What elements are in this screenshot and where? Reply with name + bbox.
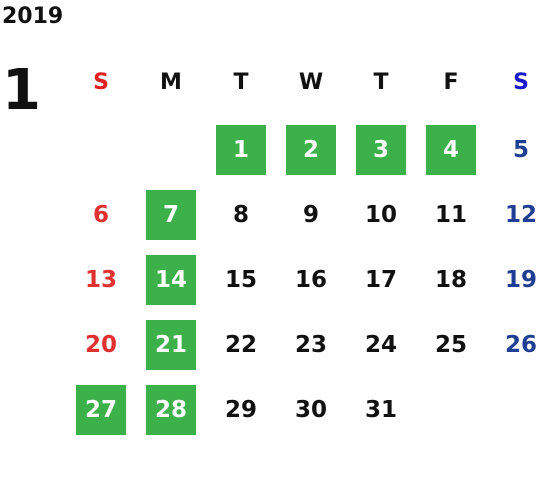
day-cell: 24	[364, 332, 397, 358]
day-cell: 22	[224, 332, 257, 358]
day-cell: 25	[434, 332, 467, 358]
day-cell: 23	[294, 332, 327, 358]
day-cell: 14	[146, 255, 196, 305]
day-cell: 26	[504, 332, 537, 358]
day-cell: 1	[216, 125, 266, 175]
day-cell: 7	[146, 190, 196, 240]
day-cell: 19	[504, 267, 537, 293]
day-cell: 5	[512, 137, 529, 163]
day-cell: 16	[294, 267, 327, 293]
weekday-header: W	[298, 69, 324, 95]
day-cell: 31	[364, 397, 397, 423]
day-cell: 20	[84, 332, 117, 358]
day-cell: 6	[92, 202, 109, 228]
day-cell: 18	[434, 267, 467, 293]
weekday-header: S	[513, 69, 529, 95]
day-cell: 10	[364, 202, 397, 228]
day-cell: 3	[356, 125, 406, 175]
day-cell: 13	[84, 267, 117, 293]
day-cell: 28	[146, 385, 196, 435]
weekday-header: M	[160, 69, 182, 95]
month-number: 1	[2, 58, 41, 123]
day-cell: 11	[434, 202, 467, 228]
weekday-header: S	[93, 69, 109, 95]
day-cell: 9	[302, 202, 319, 228]
day-cell: 27	[76, 385, 126, 435]
day-cell: 29	[224, 397, 257, 423]
day-cell: 12	[504, 202, 537, 228]
day-cell: 2	[286, 125, 336, 175]
year-label: 2019	[2, 4, 64, 29]
day-cell: 21	[146, 320, 196, 370]
weekday-header: F	[443, 69, 459, 95]
weekday-header: T	[373, 69, 389, 95]
day-cell: 30	[294, 397, 327, 423]
day-cell: 17	[364, 267, 397, 293]
day-cell: 4	[426, 125, 476, 175]
day-cell: 8	[232, 202, 249, 228]
day-cell: 15	[224, 267, 257, 293]
weekday-header: T	[233, 69, 249, 95]
